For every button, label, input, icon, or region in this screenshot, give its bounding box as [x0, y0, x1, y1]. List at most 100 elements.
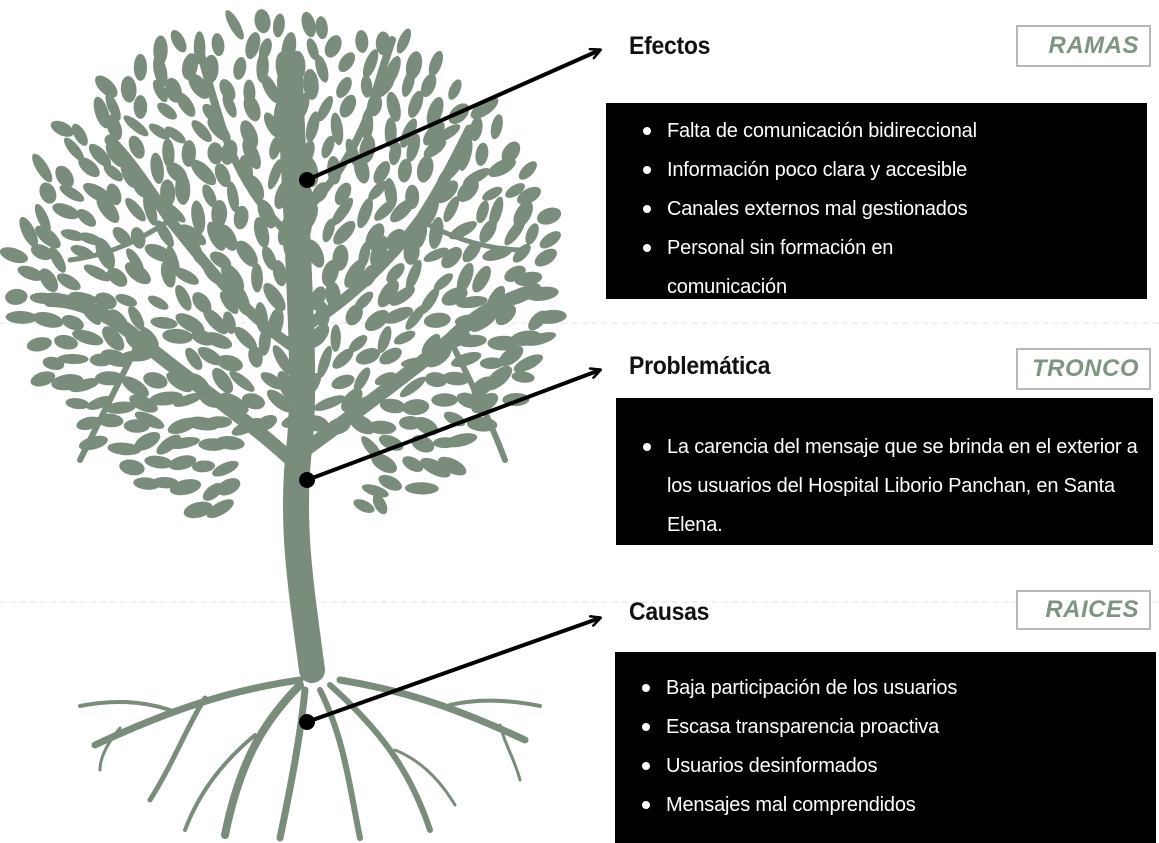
leaf [339, 94, 357, 118]
leaf [345, 304, 363, 326]
leaf [272, 13, 285, 38]
leaf [30, 371, 56, 387]
leaf [88, 143, 112, 168]
leaf [234, 326, 257, 351]
leaf [123, 115, 149, 137]
leaf [50, 120, 74, 137]
leaf [162, 138, 175, 168]
leaf [485, 365, 513, 391]
leaf [165, 126, 186, 144]
leaf [306, 38, 319, 61]
leaf [353, 367, 371, 392]
leaf [263, 112, 281, 138]
leaf [26, 337, 52, 352]
leaf [144, 455, 173, 469]
connector-arrows [306, 50, 600, 724]
leaf [133, 53, 147, 81]
leaf [152, 79, 168, 103]
efectos-list: Falta de comunicación bidireccional Info… [637, 112, 1127, 307]
leaf [405, 259, 422, 291]
leaf [462, 240, 481, 263]
leaf [241, 393, 265, 410]
leaf [83, 264, 111, 282]
leaf [504, 218, 526, 246]
tag-tronco: TRONCO [1016, 348, 1151, 390]
list-item: Canales externos mal gestionados [637, 190, 1127, 229]
leaf [445, 433, 478, 448]
leaf [248, 345, 263, 368]
leaf [217, 354, 243, 372]
leaf [305, 111, 320, 143]
leaf [397, 158, 412, 183]
leaf [414, 416, 439, 436]
leaf [315, 16, 328, 40]
leaf [456, 262, 474, 293]
leaf [518, 161, 537, 180]
leaf [105, 143, 124, 168]
leaf [76, 209, 97, 227]
leaf [251, 263, 263, 293]
leaf [179, 224, 207, 246]
list-item: Usuarios desinformados [636, 747, 1136, 786]
leaf [175, 173, 191, 205]
section-title-efectos: Efectos [629, 32, 711, 60]
leaf [162, 328, 193, 344]
list-item: Información poco clara y accesible [637, 151, 1127, 190]
leaf [161, 201, 186, 223]
list-item: Mensajes mal comprendidos [636, 786, 1136, 825]
leaf [197, 346, 223, 366]
leaf [133, 95, 148, 119]
leaf [330, 112, 344, 146]
leaf [261, 74, 280, 104]
leaf [170, 29, 187, 53]
leaf [428, 50, 444, 77]
leaf [435, 180, 459, 204]
efectos-box: Falta de comunicación bidireccional Info… [606, 103, 1147, 299]
leaf [57, 353, 89, 365]
leaf [96, 195, 120, 223]
leaf [160, 179, 176, 207]
leaf [71, 123, 88, 146]
leaf [222, 311, 236, 335]
leaf [404, 482, 439, 495]
tag-raices: RAICES [1016, 590, 1151, 630]
leaf [324, 35, 342, 58]
leaf [267, 159, 283, 190]
leaf [475, 142, 489, 166]
leaf [378, 474, 402, 491]
leaf [321, 135, 335, 159]
leaf [39, 268, 59, 293]
leaf [383, 306, 413, 324]
leaf [338, 52, 356, 73]
leaf [5, 310, 37, 324]
leaf [212, 460, 239, 477]
leaf [405, 304, 426, 330]
leaf [423, 121, 445, 146]
leaf [190, 159, 217, 186]
leaf [272, 260, 287, 287]
leaf [537, 207, 562, 225]
leaf [191, 200, 206, 234]
leaf [144, 243, 173, 262]
leaf [272, 345, 293, 375]
leaf [128, 305, 145, 331]
leaf [124, 262, 151, 285]
leaf [370, 235, 389, 267]
leaf [173, 267, 199, 285]
leaf [367, 420, 397, 435]
leaf [242, 138, 261, 170]
leaf [218, 224, 238, 251]
leaf [514, 271, 543, 287]
leaf [69, 378, 100, 393]
problematica-list: La carencia del mensaje que se brinda en… [637, 428, 1145, 545]
leaf [206, 499, 234, 519]
list-item: Escasa transparencia proactiva [636, 708, 1136, 747]
leaf [211, 33, 225, 57]
leaf [472, 265, 491, 293]
leaf [214, 163, 231, 188]
leaf [377, 279, 399, 308]
leaf [254, 9, 271, 34]
leaf [150, 316, 178, 329]
leaf [360, 75, 373, 98]
